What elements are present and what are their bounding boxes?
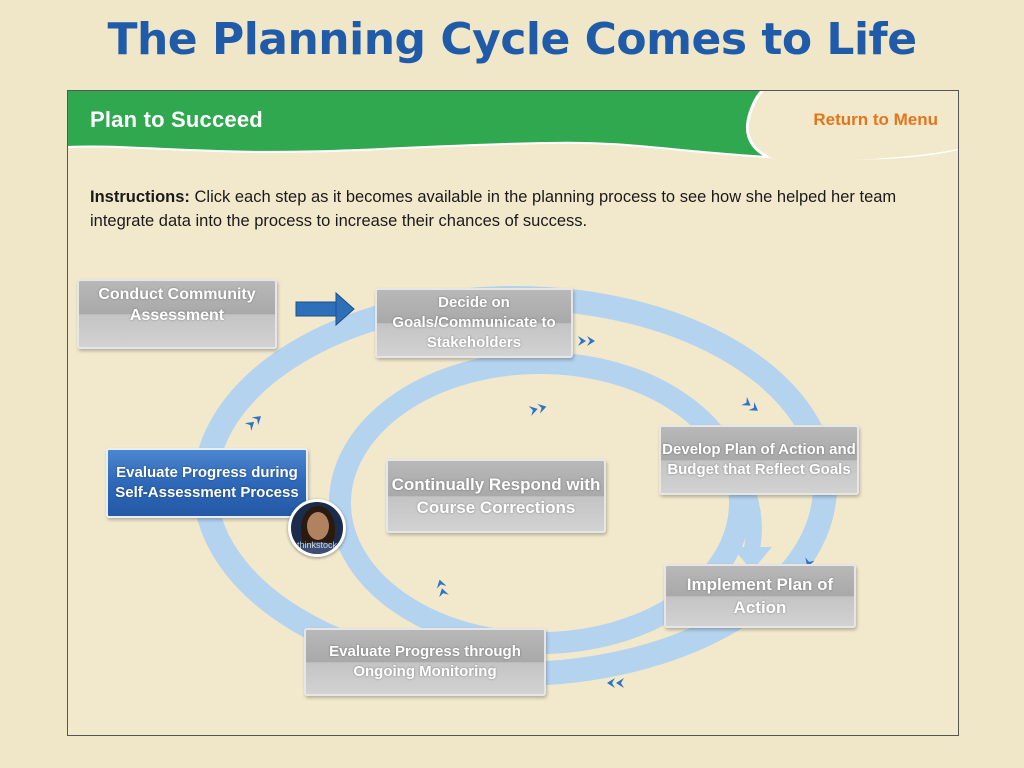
- avatar-shirt: [297, 542, 339, 554]
- chevron-icon: [436, 579, 449, 598]
- chevron-icon: [741, 396, 758, 411]
- step-label: Implement Plan of Action: [686, 575, 834, 617]
- return-to-menu-link[interactable]: Return to Menu: [813, 110, 938, 129]
- slide-title: The Planning Cycle Comes to Life: [107, 14, 917, 65]
- instructions-text: Instructions: Click each step as it beco…: [90, 185, 930, 233]
- avatar[interactable]: thinkstock: [288, 499, 346, 557]
- step-develop-plan[interactable]: Develop Plan of Action and Budget that R…: [659, 425, 859, 495]
- instructions-body: Click each step as it becomes available …: [90, 188, 897, 230]
- header-title: Plan to Succeed: [90, 107, 263, 132]
- chevron-icon: [578, 336, 595, 346]
- step-label: Develop Plan of Action and Budget that R…: [662, 441, 856, 478]
- avatar-face: [307, 512, 329, 540]
- instructions-label: Instructions:: [90, 188, 190, 206]
- step-label: Conduct Community Assessment: [98, 286, 256, 324]
- step-evaluate-monitoring[interactable]: Evaluate Progress through Ongoing Monito…: [304, 628, 546, 696]
- step-evaluate-self-assessment[interactable]: Evaluate Progress during Self-Assessment…: [106, 448, 308, 518]
- chevron-icon: [528, 403, 547, 416]
- down-arrow-head: [732, 547, 772, 571]
- step-label: Evaluate Progress through Ongoing Monito…: [329, 643, 521, 680]
- header-banner: [68, 91, 958, 162]
- chevron-icon: [607, 678, 624, 688]
- step-implement-plan[interactable]: Implement Plan of Action: [664, 564, 856, 628]
- step-decide-goals[interactable]: Decide on Goals/Communicate to Stakehold…: [375, 288, 573, 358]
- step-label: Continually Respond with Course Correcti…: [391, 475, 601, 517]
- step-conduct-community-assessment[interactable]: Conduct Community Assessment: [77, 279, 277, 349]
- chevron-icons: [244, 336, 815, 688]
- step-label: Decide on Goals/Communicate to Stakehold…: [392, 294, 556, 351]
- step-continually-respond[interactable]: Continually Respond with Course Correcti…: [386, 459, 606, 533]
- watermark: thinkstock: [296, 540, 338, 550]
- content-frame: Plan to Succeed Return to Menu Instructi…: [67, 90, 959, 736]
- chevron-icon: [244, 416, 262, 431]
- right-arrow-icon: [295, 291, 355, 327]
- step-label: Evaluate Progress during Self-Assessment…: [115, 464, 299, 501]
